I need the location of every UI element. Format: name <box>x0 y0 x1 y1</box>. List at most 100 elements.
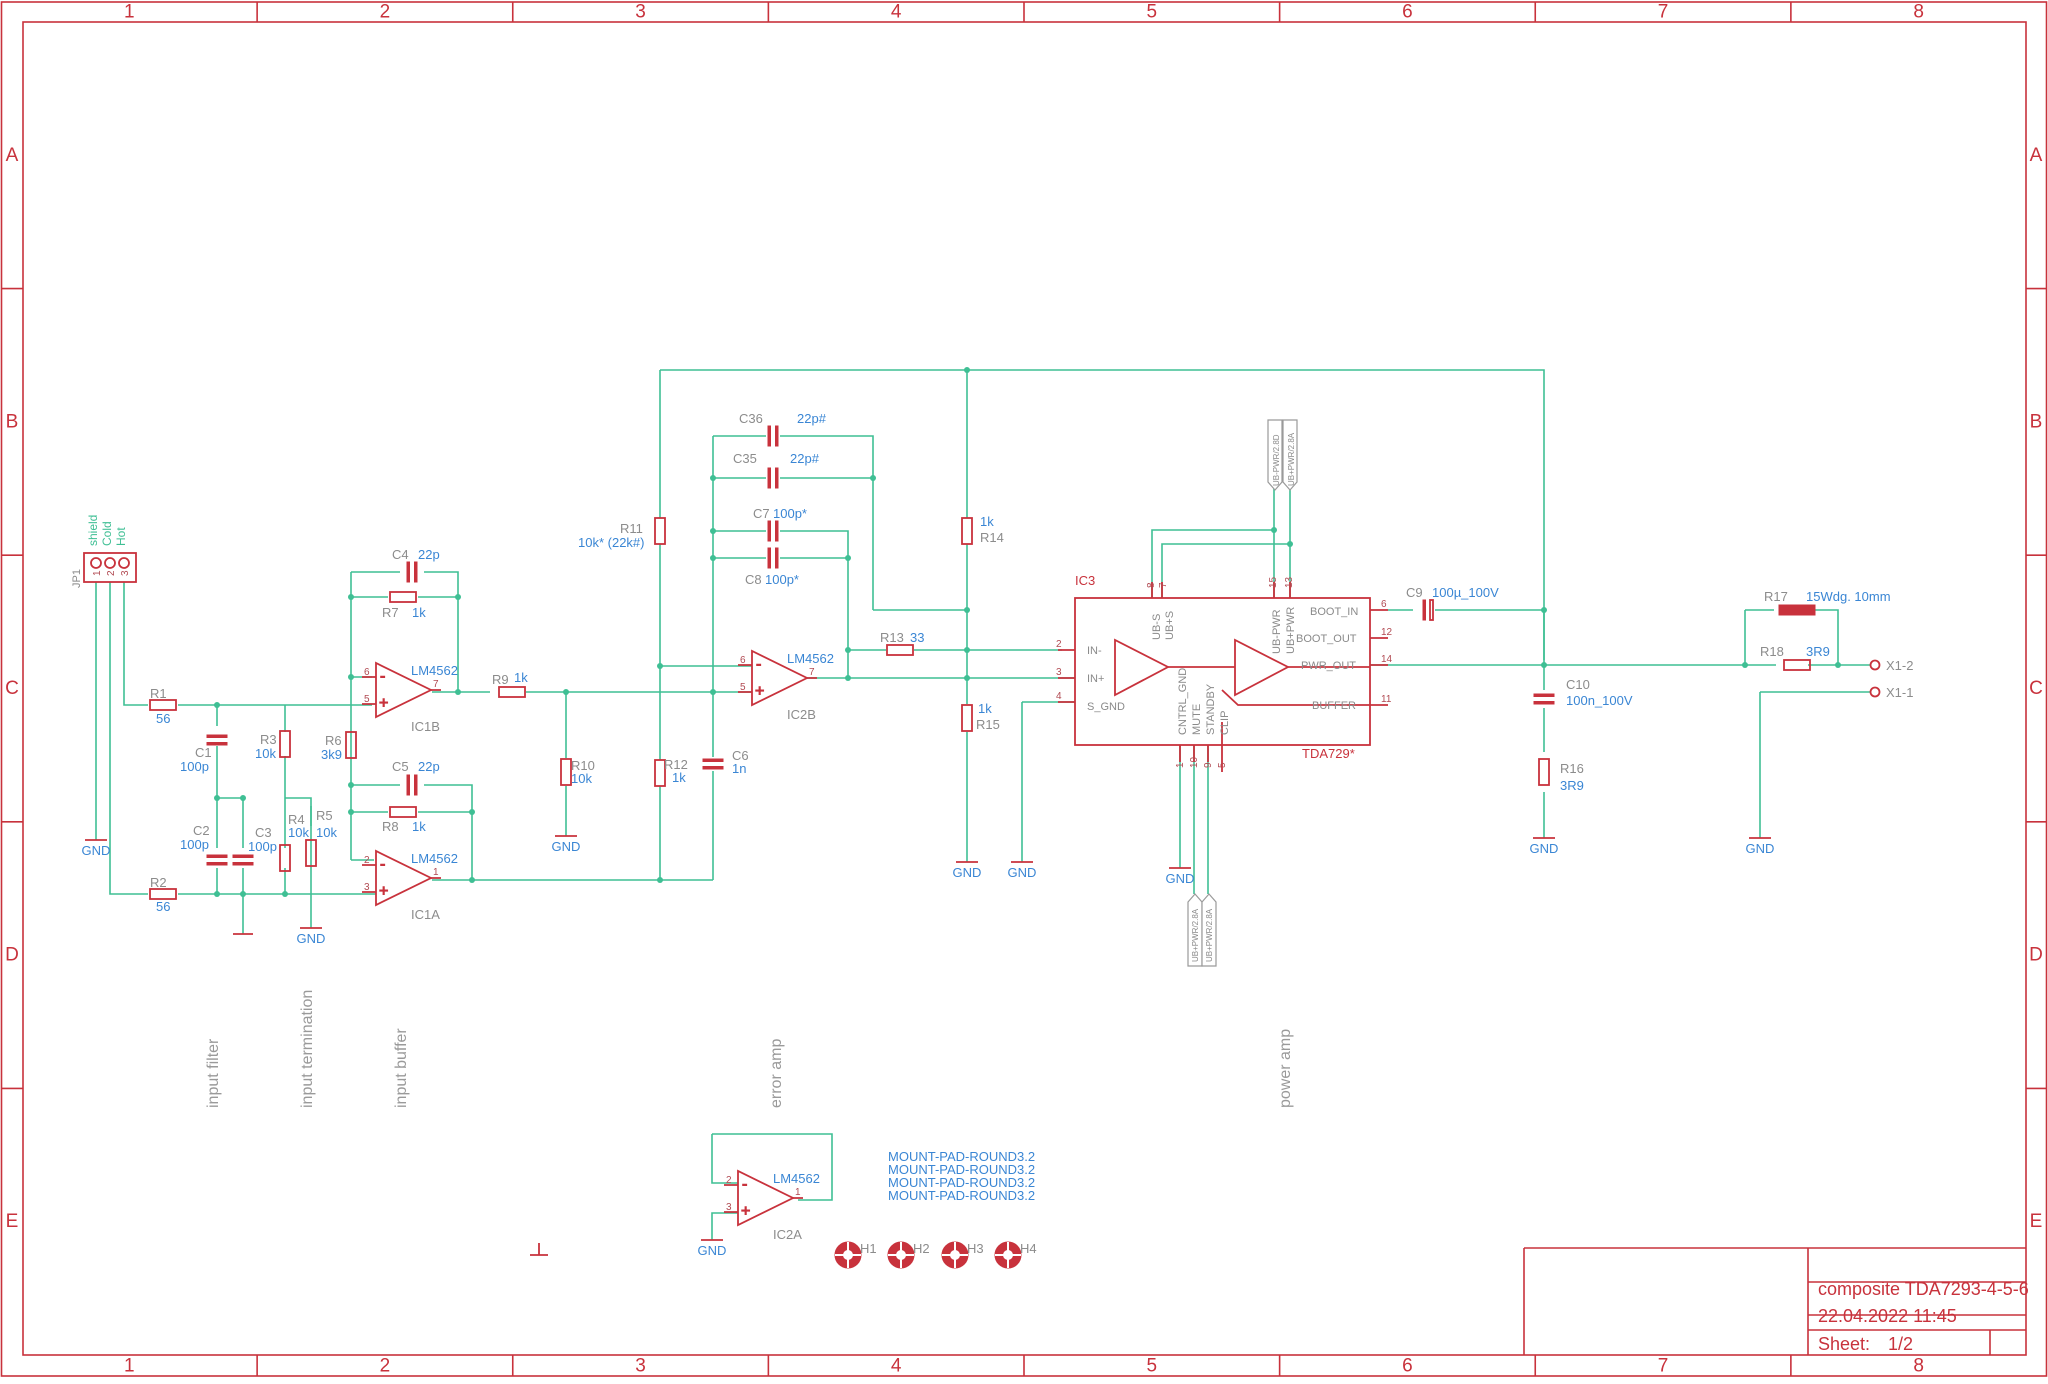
zone-col-bottom-1: 1 <box>124 1356 135 1377</box>
zone-row-right-A: A <box>2030 145 2043 166</box>
r1-name: R1 <box>150 686 167 701</box>
r17-name: R17 <box>1764 589 1788 604</box>
r9-name: R9 <box>492 672 509 687</box>
ic3-pin-12: 12 <box>1381 627 1393 638</box>
wire-junction <box>964 675 970 681</box>
zone-row-right-D: D <box>2029 945 2043 966</box>
output-terminals: X1-2 X1-1 <box>1869 658 1913 700</box>
section-notes: input filter input termination input buf… <box>205 990 1294 1108</box>
wire-junction <box>214 702 220 708</box>
wire-junction <box>214 891 220 897</box>
zone-col-bottom-3: 3 <box>635 1356 646 1377</box>
c5-value: 22p <box>418 759 440 774</box>
r1-value: 56 <box>156 711 170 726</box>
output-x1-2: X1-2 <box>1886 658 1913 673</box>
ic2b-value: LM4562 <box>787 651 834 666</box>
ic3-pin-8: 8 <box>1146 582 1157 588</box>
wire-junction <box>710 689 716 695</box>
ic1b-plus-sign: + <box>379 695 388 712</box>
mount-pad-label-1: MOUNT-PAD-ROUND3.2 <box>888 1149 1035 1164</box>
zone-col-top-4: 4 <box>891 2 902 23</box>
ground-symbol: GND <box>1746 837 1775 856</box>
wires <box>95 369 1870 1240</box>
c4-name: C4 <box>392 547 409 562</box>
ic1a-minus-sign: - <box>380 856 385 873</box>
wire-junction <box>563 689 569 695</box>
note-input-buffer: input buffer <box>393 1028 410 1108</box>
zone-row-left-D: D <box>5 945 19 966</box>
ground-symbol: GND <box>82 839 110 858</box>
flag-top-1: UB-PWR/2.8D <box>1272 434 1281 486</box>
note-error-amp: error amp <box>768 1039 785 1108</box>
wire-junction <box>964 367 970 373</box>
wire-junction <box>469 809 475 815</box>
resistor-r1: R1 56 <box>149 686 177 726</box>
wire-junction <box>870 475 876 481</box>
r13-value: 33 <box>910 630 924 645</box>
wire-junction <box>845 647 851 653</box>
ic1a-name: IC1A <box>411 907 440 922</box>
wire-junction <box>1271 527 1277 533</box>
ic1b-pin-noninv: 5 <box>364 694 370 705</box>
ic3-clip-label: CLIP <box>1219 711 1231 735</box>
wire-junction <box>1835 662 1841 668</box>
ground-symbol: GND <box>1008 861 1036 880</box>
zone-row-left-E: E <box>6 1211 19 1232</box>
ic1b-value: LM4562 <box>411 663 458 678</box>
wire-junction <box>1742 662 1748 668</box>
jp1-name: JP1 <box>71 569 83 588</box>
connector-jp1: JP1 1 2 3 shield Cold Hot <box>71 515 137 588</box>
ic2b-pin-noninv: 5 <box>740 682 746 693</box>
ic3-cntrl-gnd-label: CNTRL_GND <box>1177 668 1189 735</box>
ic1a-pin-inv: 2 <box>364 855 370 866</box>
ic3-s-gnd-label: S_GND <box>1087 701 1125 713</box>
wire-junction <box>845 555 851 561</box>
jp1-pin-3: 3 <box>120 570 131 576</box>
mount-hole-h1: H1 <box>834 1241 877 1269</box>
ground-label: GND <box>698 1243 727 1258</box>
c35-name: C35 <box>733 451 757 466</box>
ic3-value: TDA729* <box>1302 746 1355 761</box>
wire-junction <box>1287 541 1293 547</box>
ground-symbol: GND <box>1166 867 1194 886</box>
mount-hole-h3: H3 <box>941 1241 984 1269</box>
mount-pad-label-4: MOUNT-PAD-ROUND3.2 <box>888 1188 1035 1203</box>
ic3-pwr-out-label: PWR_OUT <box>1301 660 1356 672</box>
r8-name: R8 <box>382 819 399 834</box>
ic3-mute-label: MUTE <box>1191 704 1203 735</box>
ic3-pin-9: 9 <box>1203 762 1214 768</box>
c35-value: 22p# <box>790 451 820 466</box>
ground-label: GND <box>1746 841 1775 856</box>
r7-name: R7 <box>382 605 399 620</box>
ic3-pin-10: 10 <box>1189 756 1200 768</box>
jp1-label-shield: shield <box>86 515 100 546</box>
ic1a-pin-noninv: 3 <box>364 882 370 893</box>
zone-row-right-B: B <box>2030 411 2043 432</box>
jp1-label-hot: Hot <box>114 527 128 546</box>
zone-col-bottom-6: 6 <box>1402 1356 1413 1377</box>
mount-pads: MOUNT-PAD-ROUND3.2 MOUNT-PAD-ROUND3.2 MO… <box>834 1149 1037 1269</box>
c7-name: C7 <box>753 506 770 521</box>
wire-junction <box>455 689 461 695</box>
ground-symbol: GND <box>297 927 325 946</box>
zone-row-right-E: E <box>2030 1211 2043 1232</box>
r3-value: 10k <box>255 746 276 761</box>
zone-col-bottom-7: 7 <box>1658 1356 1669 1377</box>
c3-value: 100p <box>248 839 277 854</box>
r5-name: R5 <box>316 808 333 823</box>
zone-col-bottom-5: 5 <box>1147 1356 1158 1377</box>
zone-col-top-8: 8 <box>1913 2 1924 23</box>
r11-name: R11 <box>620 521 643 536</box>
zone-col-top-6: 6 <box>1402 2 1413 23</box>
r16-value: 3R9 <box>1560 778 1584 793</box>
